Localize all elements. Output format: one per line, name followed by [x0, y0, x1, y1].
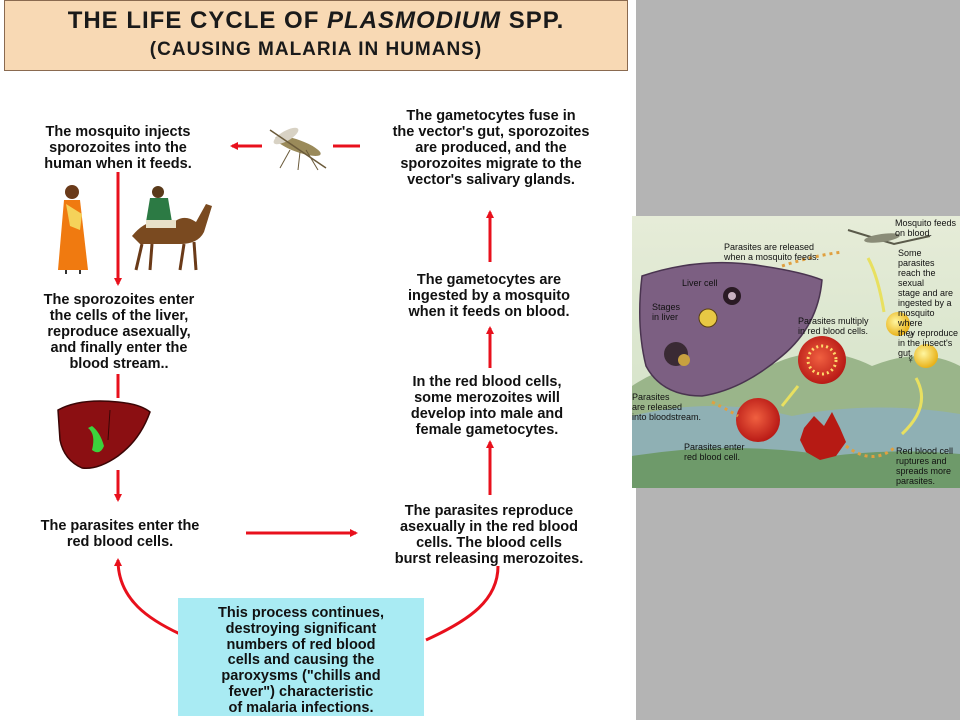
note-text: This process continues, destroying signi… — [178, 605, 424, 717]
step-line: sporozoites migrate to the — [400, 156, 582, 172]
step-line: The parasites enter the — [40, 518, 200, 534]
inset-line: ruptures and — [896, 456, 947, 466]
inset-line: reach the sexual — [898, 268, 936, 288]
inset-line: Stages — [652, 302, 681, 312]
note-line: This process continues, — [218, 605, 384, 621]
inset-line: Red blood cell — [896, 446, 954, 456]
step-line: the vector's gut, sporozoites — [392, 124, 590, 140]
inset-line: in liver — [652, 312, 679, 322]
step-gametocytes-develop: In the red blood cells, some merozoites … — [380, 374, 594, 438]
inset-line: they reproduce — [898, 328, 959, 338]
lifecycle-inset-illustration: Mosquito feeds on blood. Parasites are r… — [632, 216, 960, 488]
inset-line: Parasites — [632, 392, 670, 402]
label-rupture: Red blood cell ruptures and spreads more… — [896, 446, 953, 486]
step-line: develop into male and — [410, 406, 564, 422]
inset-line: parasites. — [896, 476, 936, 486]
step-line: The gametocytes are — [416, 272, 562, 288]
note-line: paroxysms ("chills and — [221, 668, 381, 685]
step-line: the cells of the liver, — [49, 308, 189, 324]
inset-line: on blood. — [895, 228, 933, 238]
inset-gametocyte-female — [914, 344, 938, 368]
step-line: and finally enter the — [50, 340, 188, 356]
label-enter-rbc: Parasites enter red blood cell. — [684, 442, 745, 462]
title-line-2: (CAUSING MALARIA IN HUMANS) — [149, 39, 483, 60]
inset-line: when a mosquito feeds. — [724, 252, 820, 262]
step-line: reproduce asexually, — [47, 324, 191, 340]
inset-line: red blood cell. — [684, 452, 741, 462]
step-ingested: The gametocytes are ingested by a mosqui… — [382, 272, 596, 320]
inset-rbc-rupture — [800, 412, 846, 460]
step-line: some merozoites will — [414, 390, 560, 406]
title-line-1: THE LIFE CYCLE OF PLASMODIUM SPP. — [5, 7, 627, 35]
step-line: blood stream.. — [69, 356, 169, 372]
step-line: when it feeds on blood. — [408, 304, 570, 320]
step-enter-rbc: The parasites enter the red blood cells. — [8, 518, 232, 550]
inset-rbc-multiply — [798, 336, 846, 384]
arrow-loop-left — [114, 558, 181, 636]
label-released-blood: Parasites are released into bloodstream. — [632, 392, 701, 422]
title-box: THE LIFE CYCLE OF PLASMODIUM SPP. (CAUSI… — [4, 0, 628, 71]
step-line: burst releasing merozoites. — [394, 551, 584, 567]
inset-line: mosquito where — [898, 308, 935, 328]
step-line: The sporozoites enter — [43, 292, 195, 308]
mosquito-illustration — [269, 127, 327, 171]
inset-line: Some parasites — [898, 248, 935, 268]
step-line: human when it feeds. — [44, 156, 192, 172]
step-line: sporozoites into the — [49, 140, 187, 156]
step-line: vector's salivary glands. — [407, 172, 575, 188]
label-multiply: Parasites multiply in red blood cells. — [798, 316, 869, 336]
inset-line: are released — [632, 402, 683, 412]
step-line: red blood cells. — [66, 534, 174, 550]
male-symbol: ♂ — [906, 328, 915, 342]
step-line: The mosquito injects — [45, 124, 191, 140]
liver-illustration — [57, 400, 151, 469]
inset-scene — [632, 216, 960, 488]
note-line: cells and causing the — [227, 652, 375, 669]
cycle-arrows — [57, 127, 500, 642]
title-genus: PLASMODIUM — [327, 7, 502, 34]
step-liver: The sporozoites enter the cells of the l… — [8, 292, 230, 372]
label-stages-liver: Stages in liver — [652, 302, 680, 322]
note-line: of malaria infections. — [228, 699, 374, 716]
inset-line: in red blood cells. — [798, 326, 869, 336]
step-fuse: The gametocytes fuse in the vector's gut… — [360, 108, 622, 188]
inset-line: Parasites enter — [684, 442, 745, 452]
label-mosquito-feeds: Mosquito feeds on blood. — [895, 218, 956, 238]
step-reproduce-rbc: The parasites reproduce asexually in the… — [364, 503, 614, 567]
step-line: cells. The blood cells — [416, 535, 562, 551]
title-prefix: THE LIFE CYCLE OF — [67, 7, 328, 34]
step-line: asexually in the red blood — [399, 519, 579, 535]
step-line: In the red blood cells, — [412, 374, 562, 390]
inset-line: Parasites are released — [724, 242, 815, 252]
step-mosquito-injects: The mosquito injects sporozoites into th… — [14, 124, 222, 172]
inset-line: Parasites multiply — [798, 316, 869, 326]
step-line: ingested by a mosquito — [408, 288, 570, 304]
title-suffix: SPP. — [501, 7, 565, 34]
woman-illustration — [58, 185, 88, 274]
step-line: female gametocytes. — [415, 422, 559, 438]
inset-line: Mosquito feeds — [895, 218, 957, 228]
step-line: The gametocytes fuse in — [406, 108, 576, 124]
inset-line: spreads more — [896, 466, 952, 476]
inset-line: into bloodstream. — [632, 412, 702, 422]
inset-line: Liver cell — [682, 278, 718, 288]
note-line: destroying significant — [225, 620, 377, 637]
note-line: numbers of red blood — [226, 636, 376, 653]
arrow-loop-right — [425, 565, 500, 642]
inset-line: stage and are — [898, 288, 954, 298]
note-box: This process continues, destroying signi… — [178, 598, 424, 716]
inset-rbc — [736, 398, 780, 442]
inset-line: in the insect's gut. — [898, 338, 953, 358]
label-sexual-stage: Some parasites reach the sexual stage an… — [898, 248, 960, 358]
label-released: Parasites are released when a mosquito f… — [724, 242, 819, 262]
step-line: The parasites reproduce — [404, 503, 574, 519]
inset-line: ingested by a — [898, 298, 952, 308]
label-liver-cell: Liver cell — [682, 278, 718, 288]
inset-gametocyte-male — [886, 312, 910, 336]
step-line: are produced, and the — [415, 140, 567, 156]
camel-rider-illustration — [132, 186, 212, 271]
note-line: fever") characteristic — [228, 683, 374, 700]
female-symbol: ♀ — [906, 352, 915, 366]
